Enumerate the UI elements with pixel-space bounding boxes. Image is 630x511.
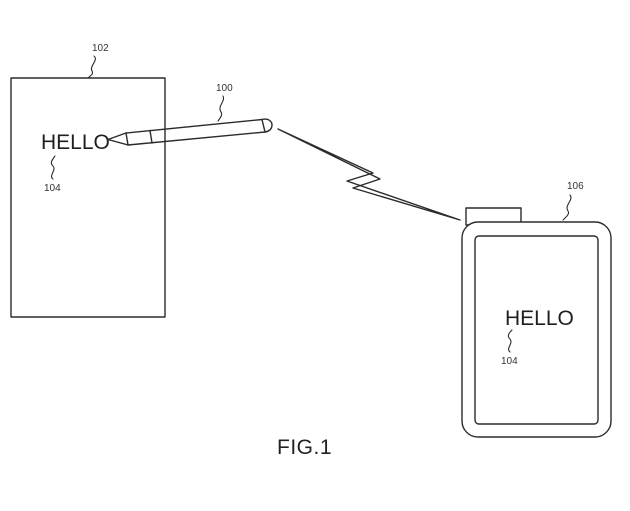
tablet-device: 106 HELLO 104 bbox=[461, 181, 612, 438]
pen-ref-leader bbox=[217, 95, 225, 122]
device-hello-text: HELLO bbox=[505, 307, 574, 330]
paper-sheet: 102 HELLO 104 bbox=[10, 43, 166, 318]
digital-pen: 100 bbox=[107, 83, 273, 146]
pen-ref-label: 100 bbox=[216, 83, 233, 94]
paper-ref-label: 102 bbox=[92, 43, 109, 54]
paper-text-ref-leader bbox=[50, 155, 56, 180]
paper-hello-text: HELLO bbox=[41, 131, 110, 154]
device-ref-leader bbox=[562, 194, 572, 221]
device-ref-label: 106 bbox=[567, 181, 584, 192]
paper-ref-leader bbox=[87, 55, 96, 79]
wireless-link-bolt bbox=[277, 128, 461, 221]
device-text-ref-label: 104 bbox=[501, 356, 518, 367]
paper-text-ref-label: 104 bbox=[44, 183, 61, 194]
pen-grip-ring bbox=[149, 129, 153, 144]
pen-tip bbox=[107, 132, 129, 146]
pen-cap bbox=[261, 118, 273, 133]
pen-body bbox=[125, 118, 266, 146]
device-text-ref-leader bbox=[507, 329, 513, 353]
paper-sheet-outline bbox=[10, 77, 166, 318]
device-outer-case bbox=[461, 221, 612, 438]
figure-caption: FIG.1 bbox=[277, 436, 332, 459]
device-screen bbox=[474, 235, 599, 425]
